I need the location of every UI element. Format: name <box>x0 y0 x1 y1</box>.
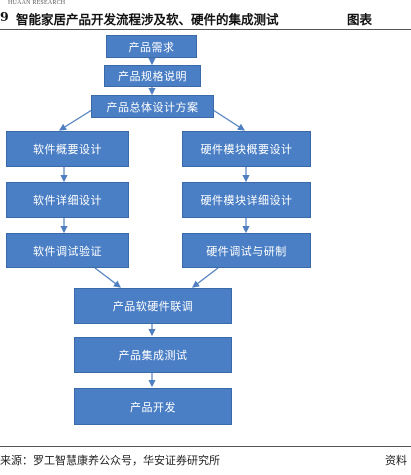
source-note: 来源：罗工智慧康养公众号，华安证券研究所 <box>0 454 220 467</box>
arrow-hw-debug-to-integration <box>192 267 219 288</box>
figure-number: 9 <box>0 9 9 24</box>
step-overall-design-plan: 产品总体设计方案 <box>91 95 214 118</box>
step-integration-test: 产品集成测试 <box>74 337 232 373</box>
footer-rule <box>0 446 411 447</box>
step-hardware-summary-design: 硬件模块概要设计 <box>182 131 311 167</box>
brand-label: HUAAN RESEARCH <box>8 0 66 6</box>
step-software-debug-verify: 软件调试验证 <box>6 233 129 268</box>
step-product-demand: 产品需求 <box>106 35 197 58</box>
title-rule <box>0 29 411 30</box>
arrow-plan-to-hardware <box>209 107 246 131</box>
step-hw-sw-joint-debug: 产品软硬件联调 <box>74 288 232 324</box>
step-product-development: 产品开发 <box>74 388 232 425</box>
step-hardware-detail-design: 硬件模块详细设计 <box>182 182 311 218</box>
figure-title: 智能家居产品开发流程涉及软、硬件的集成测试 <box>16 12 279 27</box>
figure-tag: 图表 <box>347 12 373 27</box>
figure-title-bar: 9 智能家居产品开发流程涉及软、硬件的集成测试 图表 <box>0 9 411 29</box>
arrow-plan-to-software <box>58 107 96 131</box>
step-product-spec: 产品规格说明 <box>104 65 201 87</box>
step-software-summary-design: 软件概要设计 <box>6 131 129 167</box>
arrow-sw-debug-to-integration <box>94 267 121 288</box>
step-hardware-debug-develop: 硬件调试与研制 <box>182 233 311 268</box>
step-software-detail-design: 软件详细设计 <box>6 182 129 218</box>
footer-right-text: 资料 <box>385 454 407 467</box>
